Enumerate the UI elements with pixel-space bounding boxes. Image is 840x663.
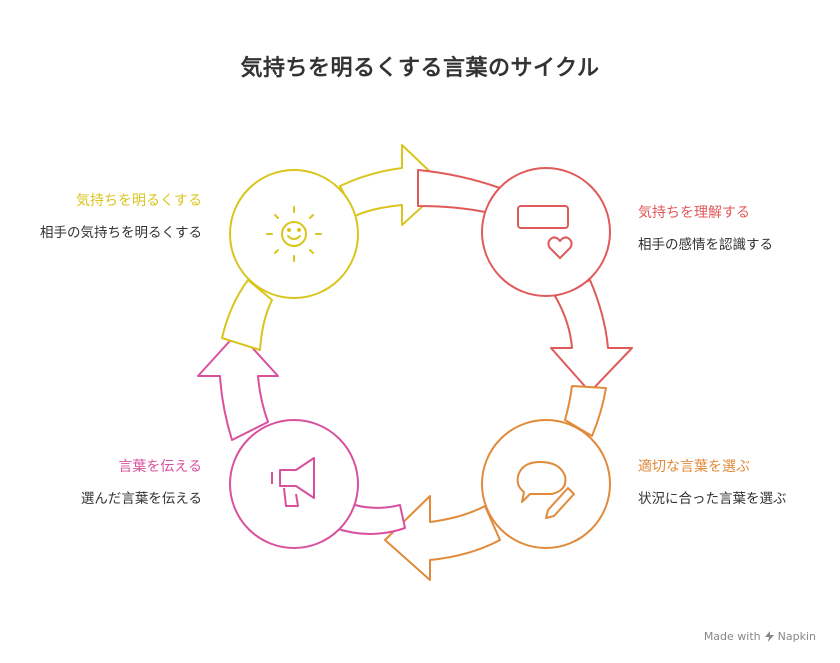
message-heart-icon [517,205,573,259]
step-label-red: 気持ちを理解する 相手の感情を認識する [638,204,828,254]
brand-prefix: Made with [703,630,761,643]
circle-red [481,167,611,297]
arrow-yellow-side [221,279,273,351]
step-desc-red: 相手の感情を認識する [638,237,773,253]
step-label-orange: 適切な言葉を選ぶ 状況に合った言葉を選ぶ [638,458,828,508]
step-label-yellow: 気持ちを明るくする 相手の気持ちを明るくする [20,192,202,242]
step-label-pink: 言葉を伝える 選んだ言葉を伝える [20,458,202,508]
circle-pink [229,419,359,549]
arrow-orange-side [564,385,607,437]
brand-name: Napkin [777,630,816,643]
chat-pencil-icon [516,461,575,519]
step-desc-orange: 状況に合った言葉を選ぶ [638,491,787,507]
napkin-logo-icon [764,631,774,642]
step-title-red: 気持ちを理解する [638,205,750,221]
step-desc-pink: 選んだ言葉を伝える [80,491,202,507]
step-title-pink: 言葉を伝える [118,459,202,475]
circle-yellow [229,169,359,299]
step-title-orange: 適切な言葉を選ぶ [638,459,750,475]
circle-orange [481,419,611,549]
arrow-pink [197,331,279,441]
arrow-orange [384,495,501,581]
megaphone-icon [271,457,315,507]
step-title-yellow: 気持ちを明るくする [76,193,202,209]
step-desc-yellow: 相手の気持ちを明るくする [40,225,202,241]
diagram-title: 気持ちを明るくする言葉のサイクル [240,56,600,81]
sun-icon [266,206,322,262]
arrow-red-down [550,279,633,393]
napkin-brand: Made with Napkin [704,630,816,643]
